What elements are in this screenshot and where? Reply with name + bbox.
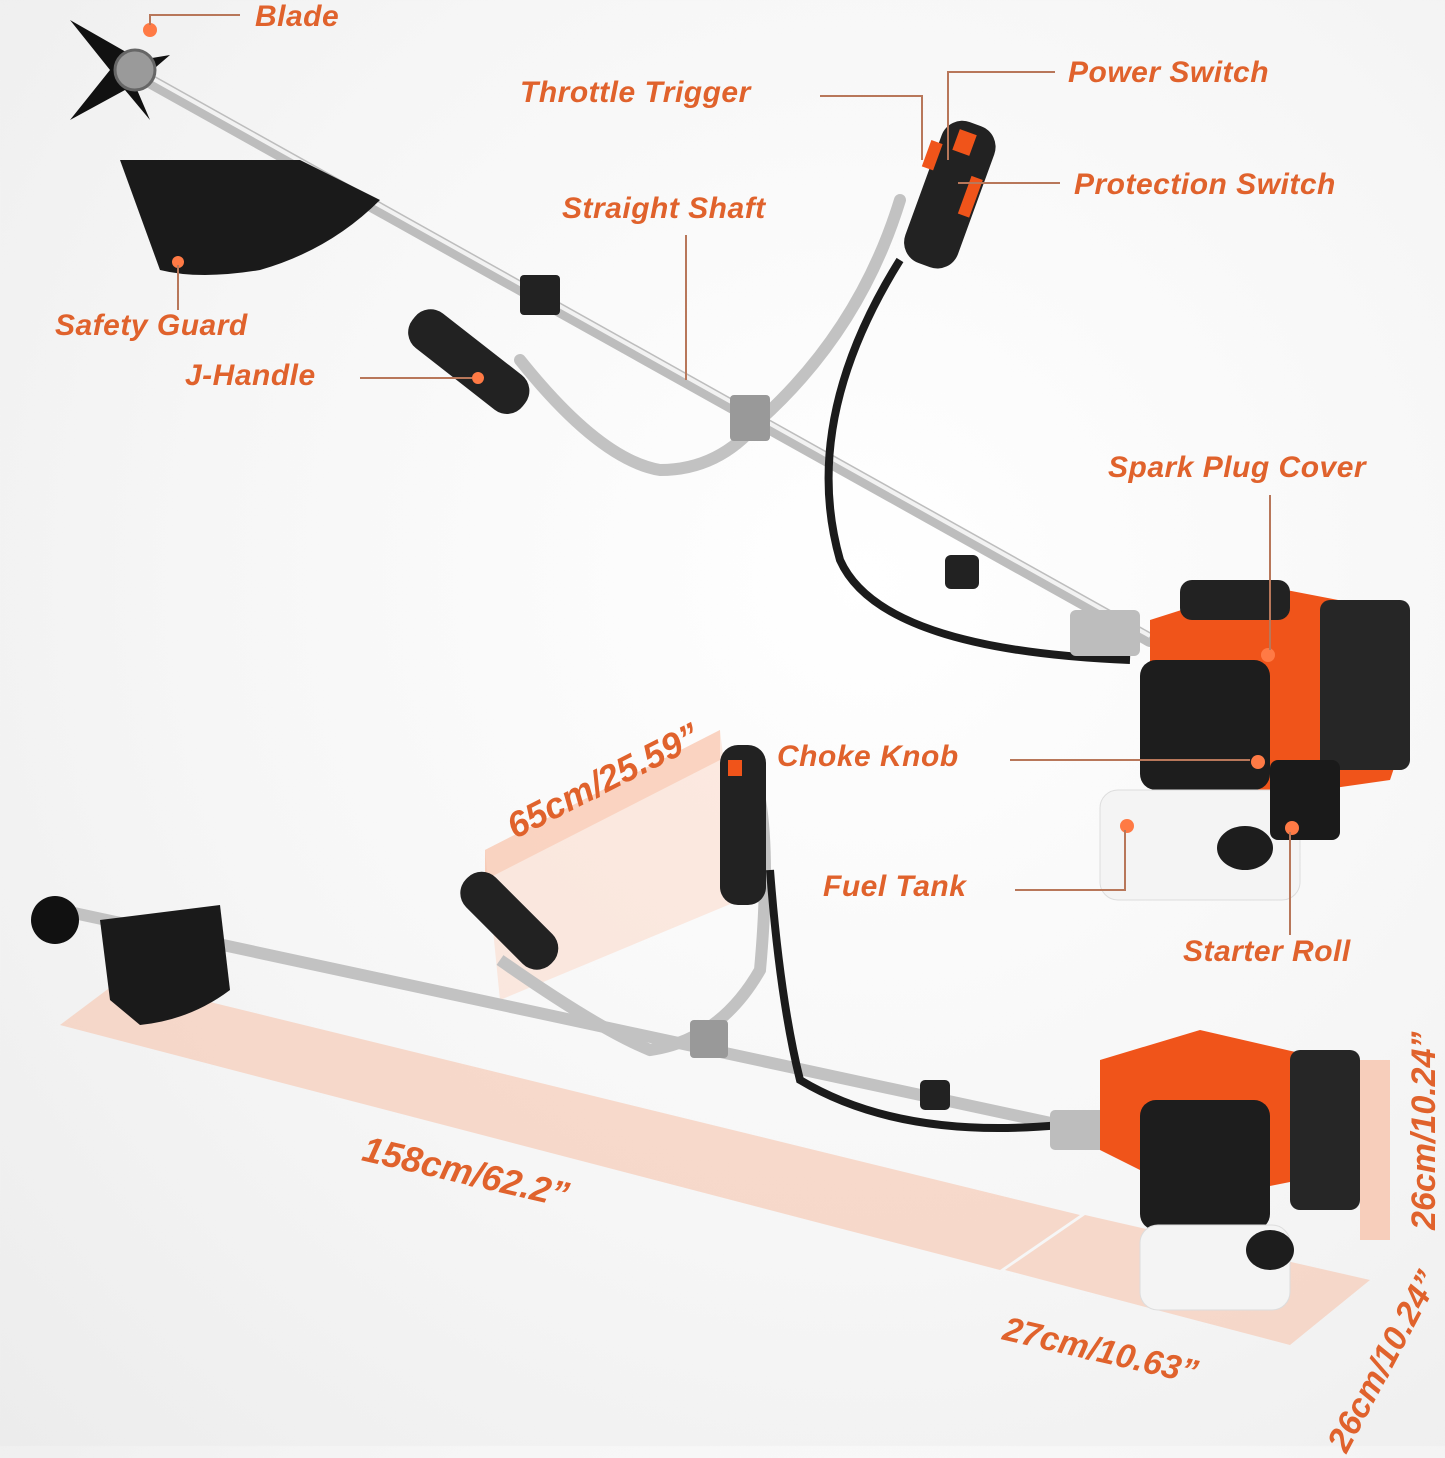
top-trimmer bbox=[70, 20, 1410, 901]
throttle-grip-icon bbox=[904, 120, 996, 269]
engine-icon bbox=[1070, 580, 1410, 901]
callout-power-switch: Power Switch bbox=[1068, 56, 1270, 89]
callout-j-handle: J-Handle bbox=[185, 359, 316, 392]
safety-guard-icon bbox=[120, 160, 380, 275]
callout-safety-guard: Safety Guard bbox=[55, 309, 248, 342]
dimension-engine-height: 26cm/10.24” bbox=[1405, 1031, 1443, 1231]
blade-icon bbox=[70, 20, 170, 120]
callout-choke-knob: Choke Knob bbox=[777, 740, 959, 773]
callout-blade: Blade bbox=[255, 0, 340, 33]
bottom-trimmer bbox=[31, 745, 1360, 1311]
callout-throttle-trigger: Throttle Trigger bbox=[520, 76, 751, 109]
j-handle-icon bbox=[408, 309, 530, 414]
callout-spark-plug-cover: Spark Plug Cover bbox=[1108, 451, 1367, 484]
callout-straight-shaft: Straight Shaft bbox=[562, 192, 766, 225]
callout-starter-roll: Starter Roll bbox=[1183, 935, 1351, 968]
leader-lines bbox=[149, 14, 1291, 935]
callout-fuel-tank: Fuel Tank bbox=[823, 870, 967, 903]
callout-protection-switch: Protection Switch bbox=[1074, 168, 1336, 201]
